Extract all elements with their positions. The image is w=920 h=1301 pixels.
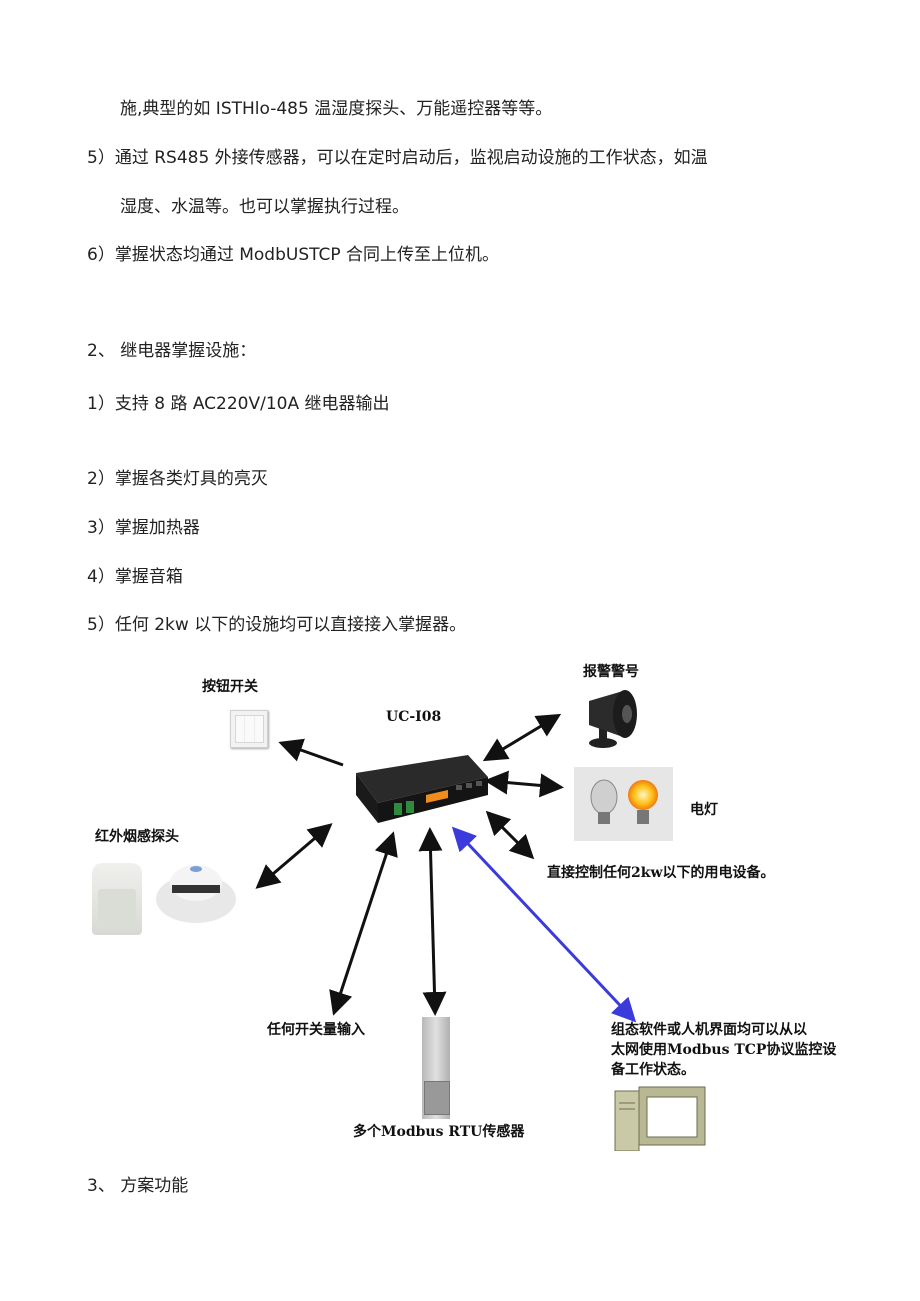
list-item: 5）任何 2kw 以下的设施均可以直接接入掌握器。 [87, 615, 467, 635]
button-switch-label: 按钮开关 [202, 679, 258, 695]
alarm-label: 报警警号 [583, 664, 639, 680]
switch-input-label: 任何开关量输入 [267, 1022, 365, 1038]
scada-text-line2: 太网使用Modbus TCP协议监控设 [611, 1042, 837, 1058]
paragraph-text: 湿度、水温等。也可以掌握执行过程。 [120, 197, 409, 217]
system-diagram: 按钮开关 UC-I08 报警警号 [80, 655, 840, 1155]
list-item: 4）掌握音箱 [87, 567, 183, 587]
scada-text-line3: 备工作状态。 [611, 1062, 695, 1078]
paragraph-text: 5）通过 RS485 外接传感器，可以在定时启动后，监视启动设施的工作状态，如温 [87, 148, 708, 168]
smoke-detector-icon [155, 855, 237, 925]
section-heading: 3、 方案功能 [87, 1176, 189, 1196]
ir-sensor-icon [92, 863, 142, 935]
light-bulbs-icon [574, 767, 673, 841]
scada-text-line1: 组态软件或人机界面均可以从以 [611, 1022, 807, 1038]
direct-control-label: 直接控制任何2kw以下的用电设备。 [547, 865, 775, 881]
button-switch-icon [230, 710, 268, 748]
computer-icon [613, 1083, 713, 1151]
ir-smoke-label: 红外烟感探头 [95, 829, 179, 845]
paragraph-text: 施,典型的如 ISTHlo-485 温湿度探头、万能遥控器等等。 [120, 99, 553, 119]
section-heading: 2、 继电器掌握设施： [87, 341, 257, 361]
lamp-label: 电灯 [690, 802, 718, 818]
siren-icon [583, 687, 643, 749]
paragraph-text: 6）掌握状态均通过 ModbUSTCP 合同上传至上位机。 [87, 245, 500, 265]
list-item: 2）掌握各类灯具的亮灭 [87, 469, 268, 489]
device-label: UC-I08 [386, 709, 442, 725]
sensor-probe-icon [422, 1017, 450, 1119]
diagram-arrows [255, 713, 637, 1023]
modbus-sensor-label: 多个Modbus RTU传感器 [353, 1124, 525, 1140]
list-item: 1）支持 8 路 AC220V/10A 继电器输出 [87, 394, 390, 414]
list-item: 3）掌握加热器 [87, 518, 200, 538]
controller-device-icon [348, 755, 488, 823]
